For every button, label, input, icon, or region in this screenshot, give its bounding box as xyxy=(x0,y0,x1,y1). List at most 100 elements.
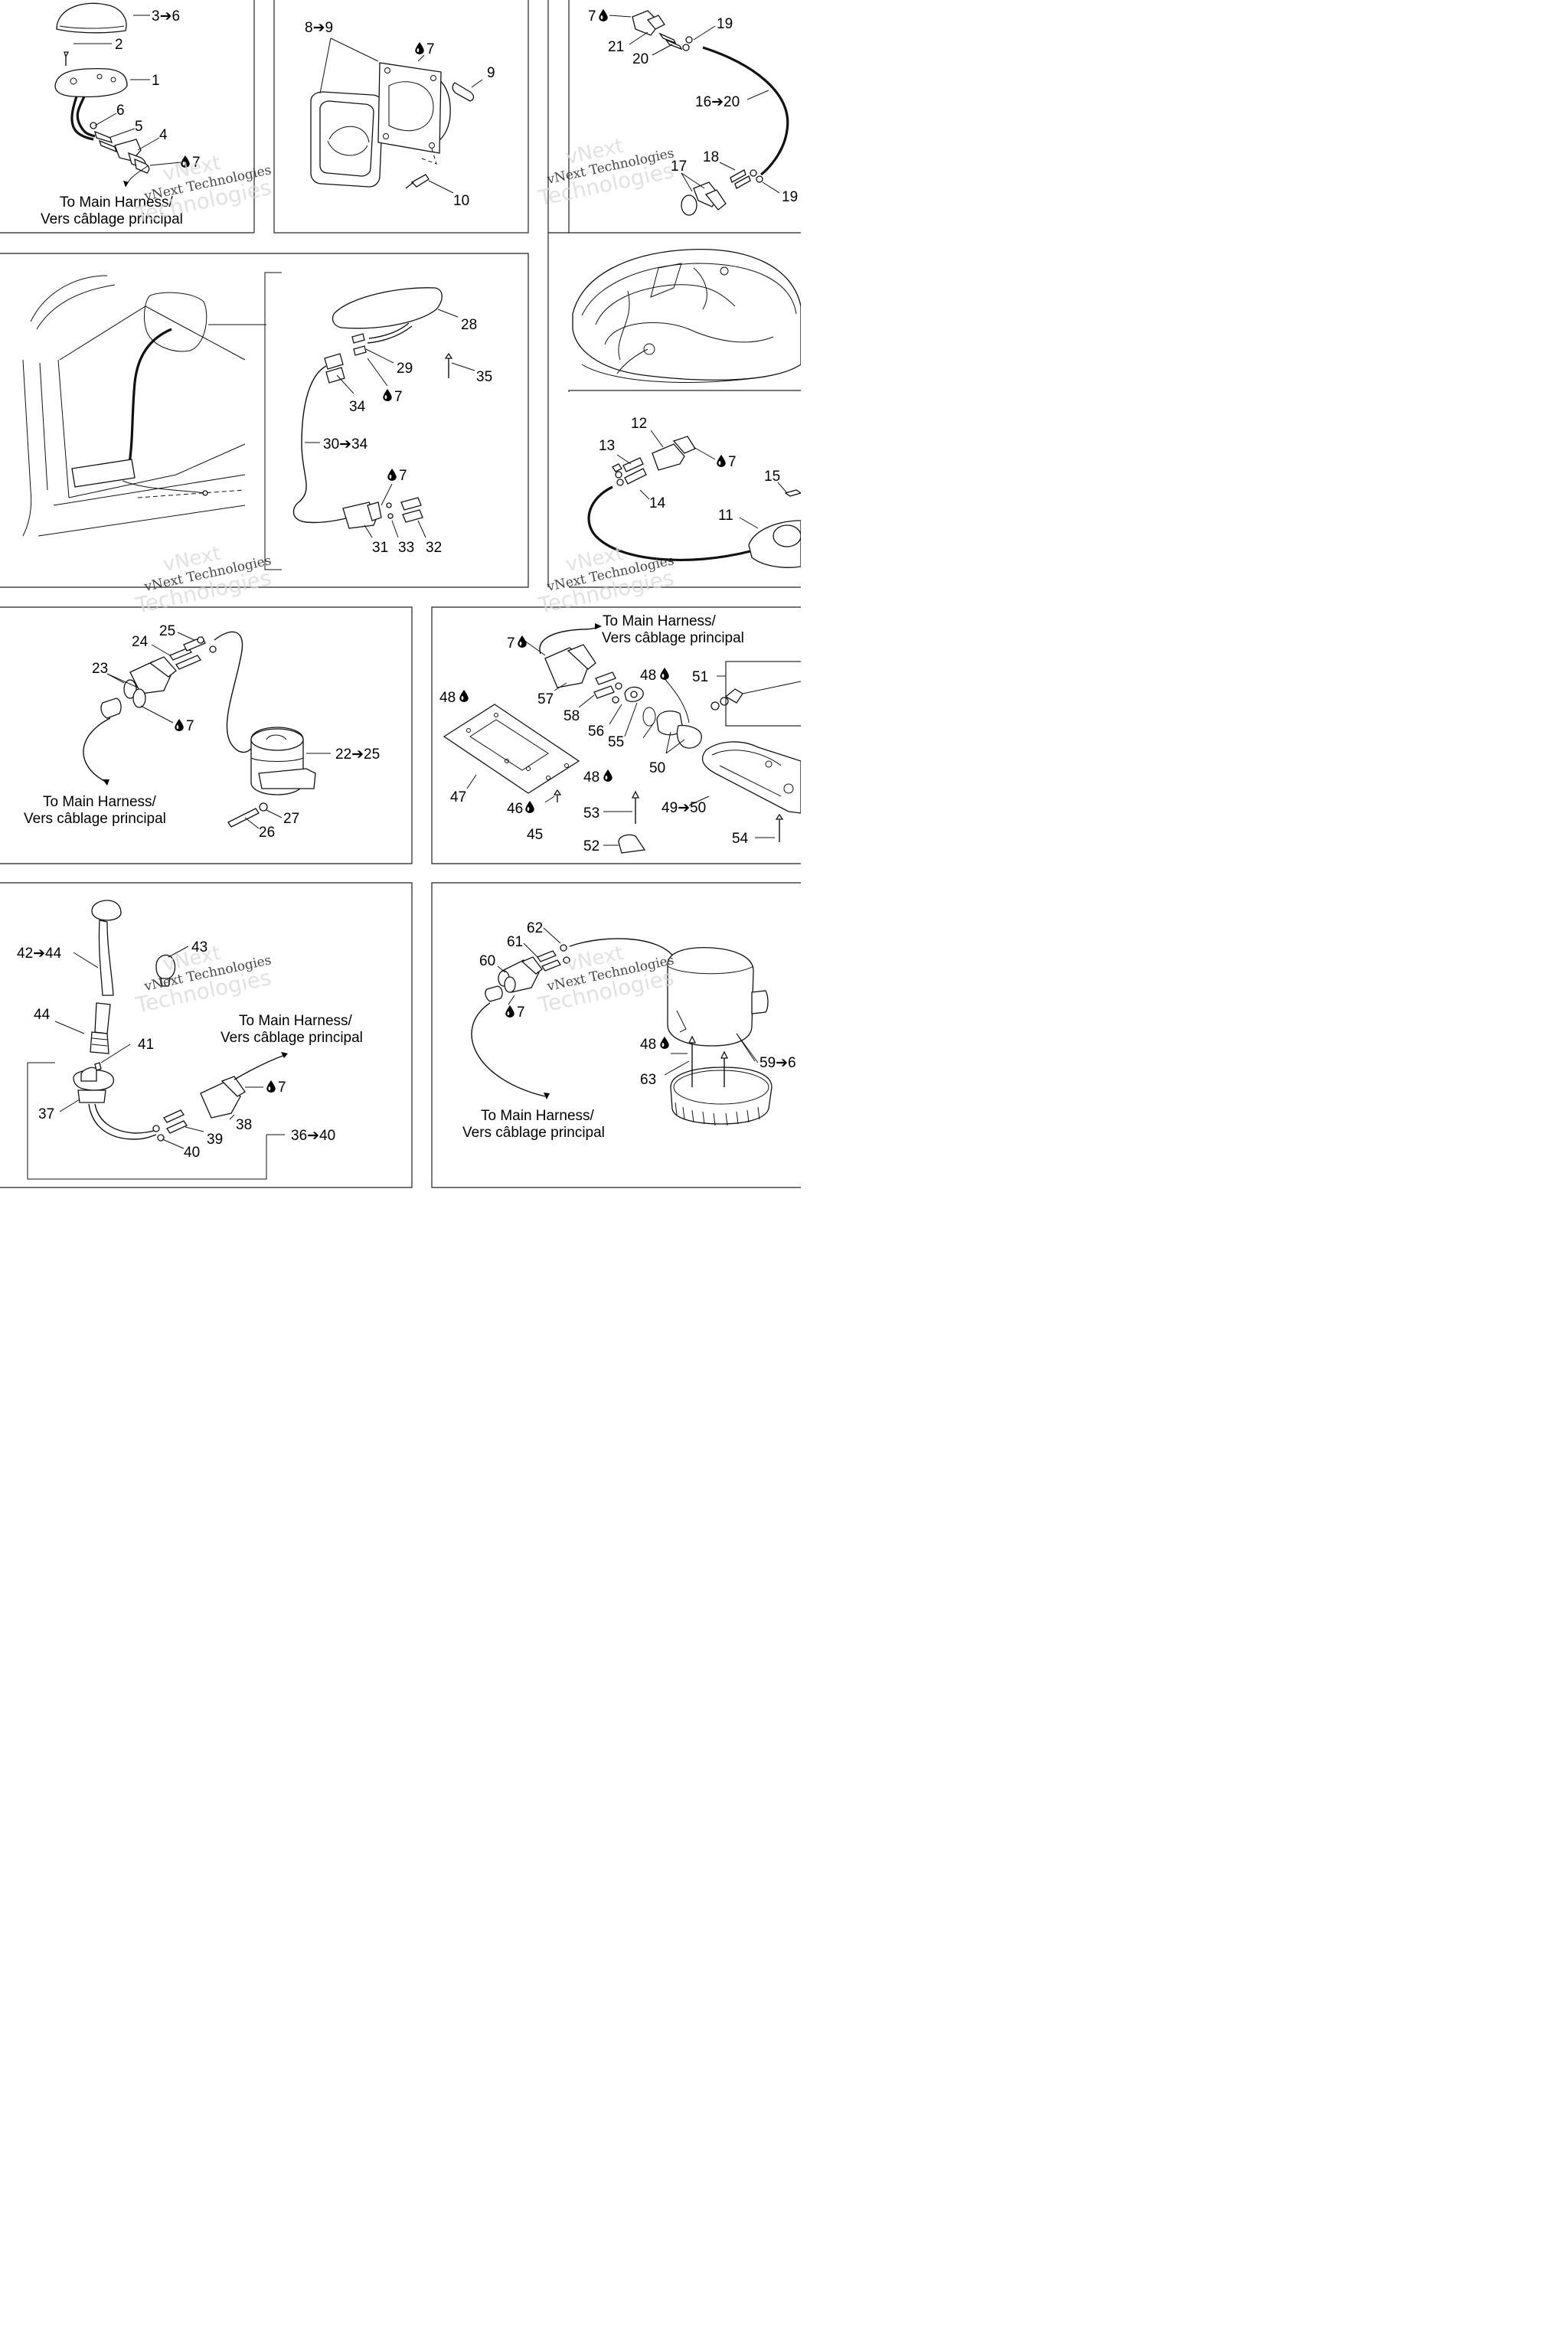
callout-18: 18 xyxy=(703,149,719,165)
callout-42-44: 42➔44 xyxy=(17,946,62,962)
callout-14: 14 xyxy=(649,495,666,511)
callout-7-pump: 7 xyxy=(517,1004,525,1021)
callout-13: 13 xyxy=(599,438,615,454)
callout-7-nav: 7 xyxy=(278,1080,286,1096)
callout-1: 1 xyxy=(152,73,160,89)
callout-63: 63 xyxy=(640,1072,656,1088)
callout-53: 53 xyxy=(583,805,599,822)
callout-11: 11 xyxy=(718,508,733,524)
harness-caption-en: To Main Harness/ xyxy=(60,194,174,211)
panel-horn xyxy=(83,631,331,829)
callout-55: 55 xyxy=(608,734,624,750)
callout-62: 62 xyxy=(527,920,543,936)
callout-52: 52 xyxy=(583,838,599,854)
callout-57: 57 xyxy=(537,691,554,707)
callout-27: 27 xyxy=(283,811,299,827)
callout-60: 60 xyxy=(479,953,495,969)
panel-courtesy-light xyxy=(54,2,181,188)
panel-navigation-light xyxy=(27,900,288,1180)
panel-extension-harness xyxy=(609,10,789,216)
watermark-layer: vNext vNext Technologies Technologies vN… xyxy=(132,135,676,1018)
callout-12: 12 xyxy=(631,416,647,432)
callout-41: 41 xyxy=(138,1037,154,1053)
callout-7-bin: 7 xyxy=(728,454,737,470)
callout-28: 28 xyxy=(461,317,477,333)
callout-4: 4 xyxy=(159,127,168,143)
callout-56: 56 xyxy=(588,724,604,740)
harness-caption-fr-nav: Vers câblage principal xyxy=(220,1030,363,1046)
callout-37: 37 xyxy=(38,1106,54,1122)
callout-17: 17 xyxy=(671,158,687,175)
drop-icon xyxy=(660,1037,669,1049)
drop-icon xyxy=(525,801,534,813)
callout-7-ext: 7 xyxy=(588,8,596,24)
callout-47: 47 xyxy=(450,789,466,805)
callout-10: 10 xyxy=(453,193,469,209)
callout-3-6: 3➔6 xyxy=(152,8,180,24)
callout-48-a: 48 xyxy=(439,690,456,706)
drop-icon xyxy=(415,42,424,54)
drop-icon xyxy=(459,690,469,702)
drop-icon xyxy=(599,9,608,21)
panel-light-bezel xyxy=(310,38,483,194)
harness-caption-en-pump: To Main Harness/ xyxy=(481,1108,595,1124)
callout-20: 20 xyxy=(632,51,648,67)
callout-8-9: 8➔9 xyxy=(305,20,333,36)
callout-7: 7 xyxy=(192,155,201,171)
callout-24: 24 xyxy=(132,634,149,650)
drop-icon xyxy=(505,1005,514,1018)
callout-7-cockpit-b: 7 xyxy=(399,468,407,484)
callout-48-b: 48 xyxy=(640,668,656,684)
harness-caption-fr-sensor: Vers câblage principal xyxy=(602,630,744,646)
callout-45: 45 xyxy=(527,827,543,843)
callout-7-bezel: 7 xyxy=(426,41,435,57)
drop-icon xyxy=(603,769,612,782)
callout-54: 54 xyxy=(732,831,749,847)
drop-icon xyxy=(383,389,392,401)
callout-30-34: 30➔34 xyxy=(323,436,368,452)
callout-36-40: 36➔40 xyxy=(291,1128,335,1144)
callout-39: 39 xyxy=(207,1132,223,1148)
callout-51: 51 xyxy=(692,669,708,685)
callout-44: 44 xyxy=(34,1007,51,1023)
harness-caption-fr: Vers câblage principal xyxy=(41,211,183,227)
harness-caption-en-nav: To Main Harness/ xyxy=(239,1013,353,1029)
callout-25: 25 xyxy=(159,623,175,639)
callout-16-20: 16➔20 xyxy=(695,94,740,110)
drop-icon xyxy=(518,635,527,648)
callout-33: 33 xyxy=(398,540,414,556)
panel-storage-bin xyxy=(572,248,801,568)
callout-32: 32 xyxy=(426,540,442,556)
panel-sensor-bracket xyxy=(443,623,801,854)
callout-38: 38 xyxy=(236,1117,252,1133)
callout-43: 43 xyxy=(191,939,207,956)
callout-7-sensor: 7 xyxy=(507,635,515,652)
callout-50: 50 xyxy=(649,760,665,776)
drop-icon xyxy=(717,455,726,467)
callout-59-6: 59➔6 xyxy=(760,1055,796,1071)
callout-7-horn: 7 xyxy=(186,718,194,734)
callout-21: 21 xyxy=(608,39,624,55)
callout-58: 58 xyxy=(564,708,580,724)
callout-29: 29 xyxy=(397,361,413,377)
callout-26: 26 xyxy=(259,825,275,841)
callout-9: 9 xyxy=(487,65,495,81)
callout-61: 61 xyxy=(507,934,523,950)
callout-34: 34 xyxy=(349,399,366,415)
drop-icon xyxy=(266,1080,276,1093)
panel-cockpit-light xyxy=(22,272,475,570)
harness-caption-en-sensor: To Main Harness/ xyxy=(603,613,717,629)
panel-frames xyxy=(0,0,801,1188)
callout-49-50: 49➔50 xyxy=(662,800,706,816)
callout-6: 6 xyxy=(116,103,125,119)
harness-caption-fr-horn: Vers câblage principal xyxy=(24,811,166,827)
callout-15: 15 xyxy=(764,469,780,485)
callout-31: 31 xyxy=(372,540,388,556)
drop-icon xyxy=(175,719,184,731)
callout-5: 5 xyxy=(135,119,143,135)
callout-23: 23 xyxy=(92,661,108,677)
drop-icon xyxy=(660,668,669,680)
callout-22-25: 22➔25 xyxy=(335,746,380,763)
callout-2: 2 xyxy=(115,37,123,53)
callout-40: 40 xyxy=(184,1145,200,1161)
